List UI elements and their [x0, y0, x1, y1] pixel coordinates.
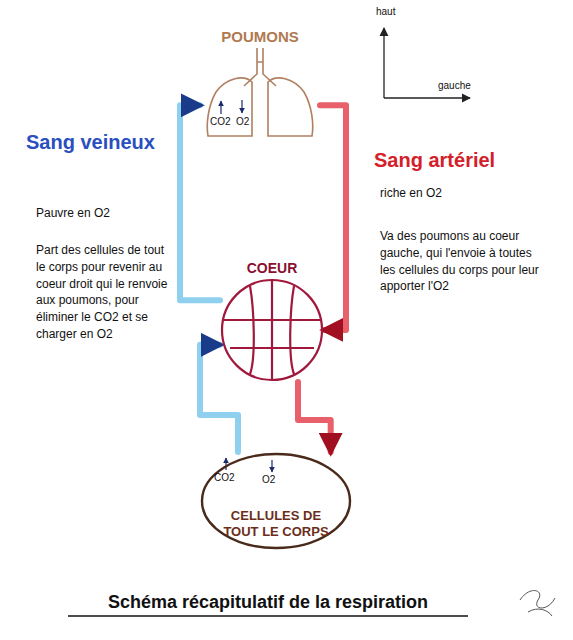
description: Va des poumons au coeur gauche, qui l'en…	[380, 228, 540, 295]
gas-label: CO2	[210, 116, 231, 129]
caption-underline	[68, 615, 468, 617]
blood-flow-arrow	[320, 105, 346, 330]
axis-label: haut	[376, 6, 395, 19]
node-label: COEUR	[220, 260, 324, 277]
gas-label: CO2	[214, 472, 235, 485]
body-cells: CELLULES DE TOUT LE CORPS	[200, 452, 352, 550]
node-label: POUMONS	[200, 28, 320, 46]
axes	[384, 28, 470, 98]
note: riche en O2	[380, 186, 442, 201]
caption: Schéma récapitulatif de la respiration	[0, 591, 536, 614]
heart-organ-outline	[220, 258, 324, 382]
gas-label: O2	[262, 474, 275, 487]
blood-flow-arrow	[180, 105, 220, 300]
description: Part des cellules de tout le corps pour …	[36, 242, 172, 343]
gas-label: O2	[236, 116, 249, 129]
blood-type-title: Sang veineux	[26, 130, 155, 155]
heart-organ: COEUR	[220, 258, 324, 382]
signature	[520, 591, 555, 616]
blood-flow-arrow	[298, 382, 331, 452]
note: Pauvre en O2	[36, 206, 110, 221]
axis-label: gauche	[438, 80, 471, 93]
blood-type-title: Sang artériel	[374, 148, 495, 173]
node-label: CELLULES DE TOUT LE CORPS	[216, 508, 336, 539]
